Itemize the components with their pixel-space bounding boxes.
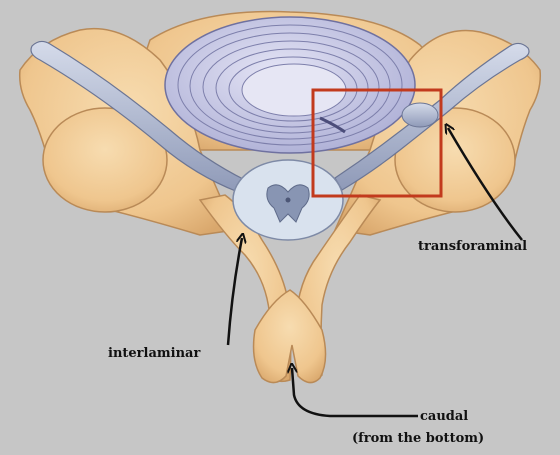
label-caudal: caudal xyxy=(420,409,468,424)
label-interlaminar: interlaminar xyxy=(108,346,200,361)
interlaminar-arrow xyxy=(228,238,242,345)
intervertebral-disc xyxy=(165,17,415,153)
label-transforaminal: transforaminal xyxy=(418,239,527,254)
label-caudal-subtitle: (from the bottom) xyxy=(352,431,484,446)
spinal-cord xyxy=(233,160,343,240)
